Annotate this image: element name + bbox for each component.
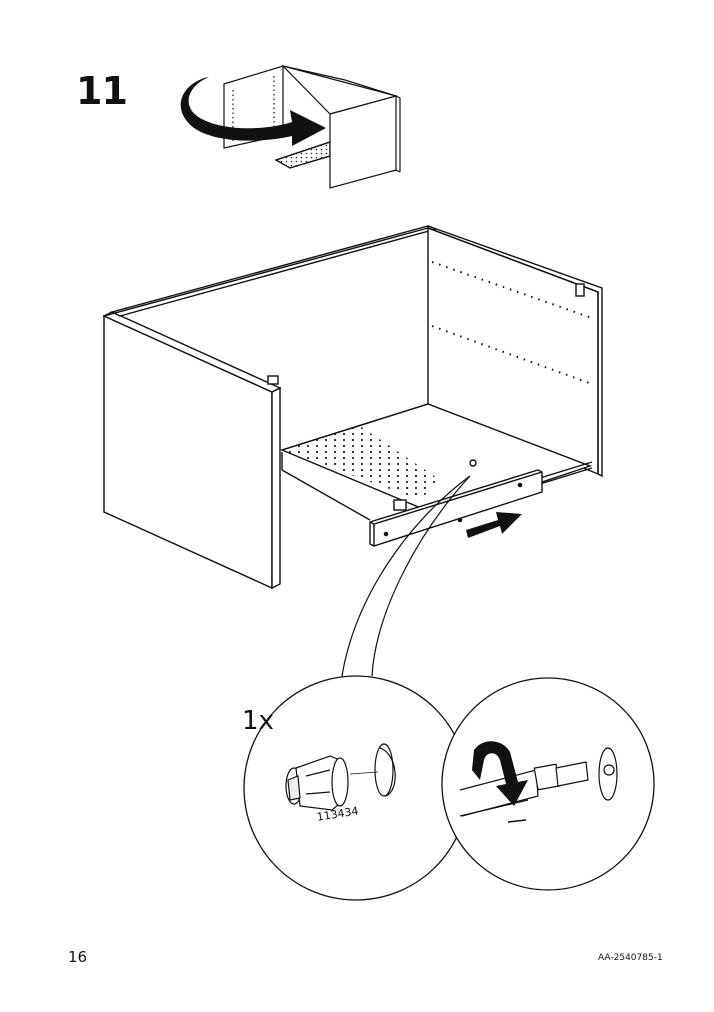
page-number: 16	[68, 948, 88, 966]
detail-circle-parts	[243, 675, 469, 901]
detail-circle-action	[441, 677, 655, 891]
drill-hole	[349, 743, 396, 797]
step-number: 11	[76, 69, 128, 113]
quantity-label: 1x	[242, 706, 274, 736]
cam-lock-fitting	[285, 755, 349, 811]
cam-lock-installed	[598, 747, 618, 801]
push-arrow-icon	[466, 512, 522, 538]
turn-arrow-icon	[472, 741, 528, 823]
cabinet	[102, 225, 603, 590]
document-code: AA-2540785-1	[598, 953, 663, 963]
screwdriver	[459, 761, 589, 817]
callout-lines	[339, 475, 471, 691]
rotate-arrow-icon	[180, 75, 326, 146]
